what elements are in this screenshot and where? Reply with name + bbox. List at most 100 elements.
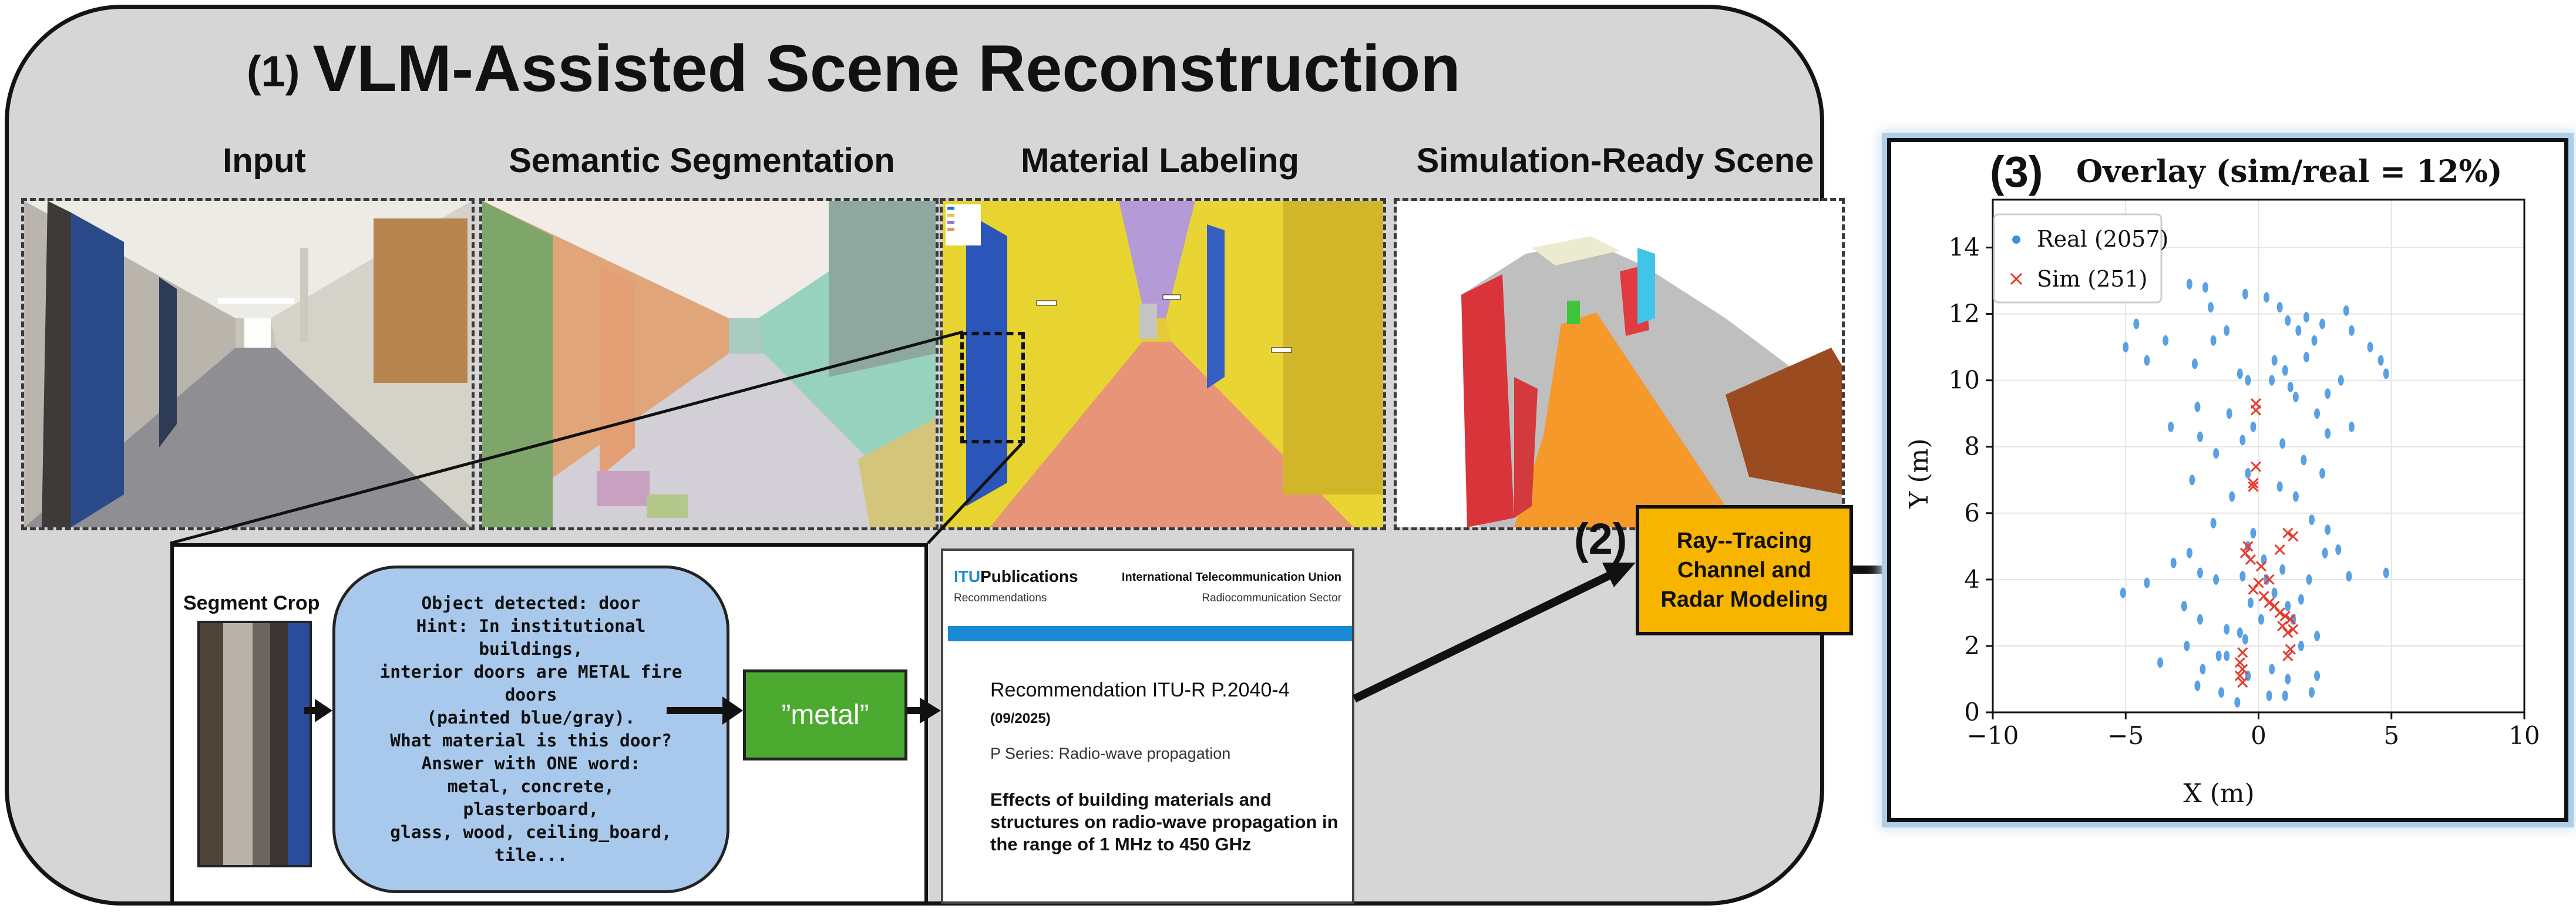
real-point [2301,455,2307,466]
sim-point-stroke [2288,624,2299,635]
real-point [2309,514,2315,526]
y-tick-label: 4 [1964,565,1980,594]
panel-number: (1) [247,47,300,96]
real-point [2144,577,2150,588]
real-point [2287,381,2293,392]
ray-tracing-text: Ray--Tracing Channel and Radar Modeling [1660,529,1828,612]
itu-series: P Series: Radio-wave propagation [990,745,1231,762]
sim-point [2245,554,2256,566]
vlm-answer-box: ”metal” [743,669,907,760]
zoom-lines [170,330,1023,545]
sim-point [2279,610,2291,622]
real-point [2346,571,2352,582]
sim-point-stroke [2279,610,2291,622]
sim-point-stroke [2285,614,2296,625]
sim-point-stroke [2245,554,2256,566]
sim-point [2237,664,2248,675]
itu-sector: Radiocommunication Sector [1202,592,1341,604]
x-tick-label: 5 [2383,721,2399,750]
real-point [2264,574,2270,585]
sim-point [2288,531,2299,542]
y-tick-label: 8 [1964,432,1980,461]
real-point [2295,325,2302,336]
arrow-c [907,698,941,723]
sim-point [2264,574,2275,585]
real-point [2237,627,2243,638]
segmentation-image [479,198,939,530]
real-point [2237,368,2243,379]
real-point [2245,467,2251,479]
real-point [2181,601,2187,612]
itu-rec-title: Recommendation ITU-R P.2040-4 [990,679,1290,701]
sim-point-stroke [2277,620,2288,632]
real-point [2325,428,2331,439]
input-image [21,198,475,530]
sim-point-stroke [2237,664,2248,675]
sim-point [2282,627,2293,638]
real-point [2197,567,2203,578]
real-point [2309,687,2315,698]
sim-point [2285,614,2296,625]
real-point [2276,481,2283,492]
real-point [2226,408,2232,419]
real-point [2383,567,2389,578]
itu-subject: Effects of building materials and struct… [990,789,1339,854]
real-point [2325,388,2331,399]
sim-point [2274,544,2285,556]
real-point [2258,614,2265,625]
real-point [2292,491,2299,502]
real-point [2322,547,2328,558]
sim-point [2282,527,2293,539]
plot-title: Overlay (sim/real = 12%) [2076,154,2503,190]
sim-point [2258,591,2269,602]
step2-badge: (2) [1574,514,1627,563]
sim-point-stroke [2253,577,2264,588]
sim-point-stroke [2248,584,2259,595]
real-point [2314,630,2321,641]
real-point [2343,305,2349,316]
real-point [2242,288,2248,299]
real-point [2247,597,2254,608]
y-tick-label: 10 [1949,366,1980,395]
sim-point-stroke [2258,591,2269,602]
sim-point [2288,624,2299,635]
real-point [2120,587,2126,598]
sim-point [2253,577,2264,588]
y-axis-label: Y (m) [1904,438,1934,509]
real-point [2348,421,2355,432]
arrow-b [667,696,743,725]
real-point [2250,421,2256,432]
real-point [2290,614,2296,625]
sim-point [2248,481,2259,492]
ray-tracing-box: Ray--Tracing Channel and Radar Modeling [1636,505,1853,635]
real-point [2298,594,2304,605]
real-point [2186,278,2192,290]
real-point [2239,571,2246,582]
real-point [2292,391,2299,402]
legend-box [1993,213,2163,304]
x-tick-label: 0 [2251,721,2266,750]
heading-input: Input [223,142,306,180]
real-point [2285,315,2291,326]
real-point [2377,355,2384,366]
real-point [2271,587,2278,598]
sim-point [2277,620,2288,632]
real-point [2163,335,2169,346]
material-labeling-image [940,198,1386,530]
sim-point-stroke [2248,481,2259,492]
sim-point [2234,670,2245,681]
sim-point [2248,584,2259,595]
itu-brand-pub: Publications [980,567,1078,585]
real-point [2269,375,2275,386]
x-tick-label: −5 [2107,721,2144,750]
sim-point [2250,405,2262,416]
y-tick-label: 6 [1964,499,1980,527]
sim-point-stroke [2274,544,2285,556]
heading-simulation-ready-scene: Simulation-Ready Scene [1416,142,1814,180]
real-point [2264,292,2270,303]
sim-point [2250,461,2262,472]
real-point [2133,318,2140,329]
real-point [2197,614,2203,625]
real-point [2285,601,2291,612]
sim-point [2282,650,2293,661]
